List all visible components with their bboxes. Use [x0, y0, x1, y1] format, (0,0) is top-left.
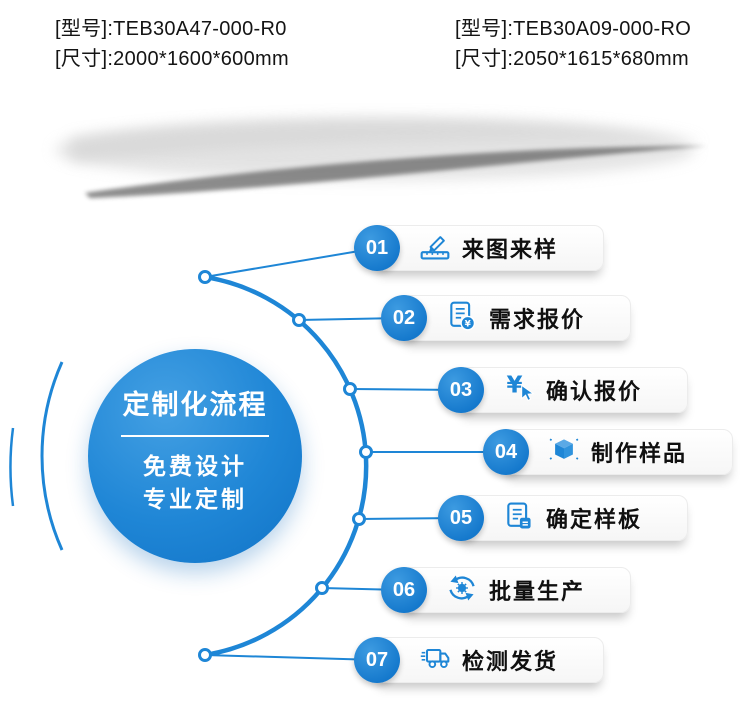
step-number-badge: 03 [438, 367, 484, 413]
cube-icon [548, 434, 580, 471]
truck-icon [419, 642, 451, 679]
step-number-badge: 07 [354, 637, 400, 683]
step-label: 确定样板 [546, 507, 643, 532]
process-subtitle-2: 专业定制 [143, 486, 247, 512]
process-title: 定制化流程 [122, 390, 268, 420]
process-step-7: 检测发货 07 [354, 637, 634, 683]
gear-recycle-icon [446, 572, 478, 609]
step-label: 批量生产 [489, 579, 586, 604]
process-step-6: 批量生产 06 [381, 567, 661, 613]
left-arc [40, 361, 64, 551]
process-step-3: ¥ 确认报价 03 [438, 367, 718, 413]
spec-right-size: [尺寸]:2050*1615*680mm [455, 48, 689, 70]
step-label: 确认报价 [546, 379, 643, 404]
process-subtitle-1: 免费设计 [143, 453, 247, 479]
spec-left: [型号]:TEB30A47-000-R0 [尺寸]:2000*1600*600m… [55, 14, 289, 74]
step-label: 来图来样 [462, 237, 559, 262]
process-step-2: ¥ 需求报价 02 [381, 295, 661, 341]
process-step-4: 制作样品 04 [483, 429, 750, 475]
step-label: 需求报价 [489, 307, 586, 332]
step-banner: ¥ 确认报价 [458, 367, 688, 413]
step-banner: 检测发货 [374, 637, 604, 683]
process-hub-circle: 定制化流程 免费设计 专业定制 [88, 349, 302, 563]
step-number-badge: 05 [438, 495, 484, 541]
step-banner: ¥ 需求报价 [401, 295, 631, 341]
spec-left-size: [尺寸]:2000*1600*600mm [55, 48, 289, 70]
step-number-badge: 01 [354, 225, 400, 271]
document-yen-icon: ¥ [446, 300, 478, 337]
step-number-badge: 06 [381, 567, 427, 613]
process-step-5: 确定样板 05 [438, 495, 718, 541]
edge-arc [9, 427, 15, 507]
spec-left-model: [型号]:TEB30A47-000-R0 [55, 18, 287, 40]
spec-right: [型号]:TEB30A09-000-RO [尺寸]:2050*1615*680m… [455, 14, 691, 74]
step-label: 检测发货 [462, 649, 559, 674]
divider [121, 435, 269, 437]
flow-arc [9, 274, 369, 658]
document-edit-icon [503, 500, 535, 537]
step-banner: 制作样品 [503, 429, 733, 475]
yen-cursor-icon: ¥ [503, 372, 535, 409]
step-banner: 确定样板 [458, 495, 688, 541]
svg-text:¥: ¥ [507, 372, 523, 398]
pencil-ruler-icon [419, 230, 451, 267]
step-number-badge: 02 [381, 295, 427, 341]
step-label: 制作样品 [591, 441, 688, 466]
process-step-1: 来图来样 01 [354, 225, 634, 271]
brush-swoosh [55, 118, 707, 198]
spec-right-model: [型号]:TEB30A09-000-RO [455, 18, 692, 40]
step-number-badge: 04 [483, 429, 529, 475]
main-arc [204, 274, 369, 658]
svg-text:¥: ¥ [465, 319, 472, 329]
arc-dots [198, 270, 373, 662]
step-banner: 来图来样 [374, 225, 604, 271]
step-banner: 批量生产 [401, 567, 631, 613]
